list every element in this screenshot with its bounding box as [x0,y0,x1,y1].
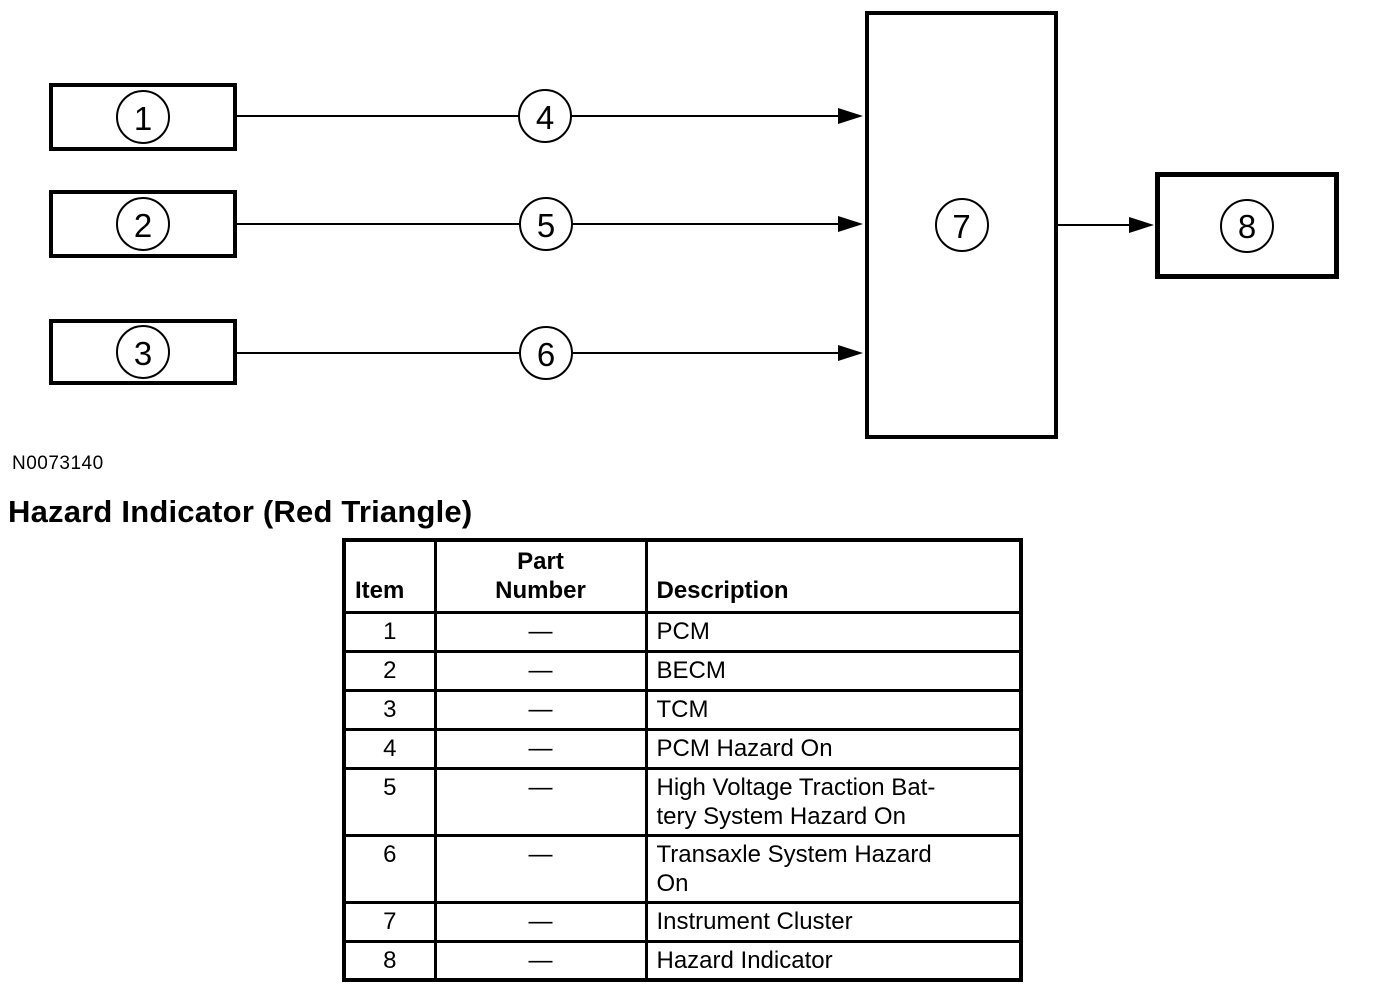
hazard-indicator-callout-circle: 8 [1220,198,1274,253]
description-cell: Transaxle System Hazard On [644,833,1023,904]
arrowhead-icon [1129,217,1154,233]
instrument-cluster-callout-number: 7 [952,207,971,245]
description-cell: BECM [644,649,1023,692]
part-number-cell: — [433,610,648,653]
description-cell: High Voltage Traction Bat- tery System H… [644,766,1023,837]
pcm-callout-circle: 1 [116,90,170,144]
table-row: 4 — PCM Hazard On [342,727,1023,770]
tcm-callout-number: 3 [133,334,153,372]
tcm-callout-circle: 3 [116,325,170,379]
part-number-column-header: Part Number [433,538,648,614]
item-cell: 8 [342,939,437,982]
hv-battery-hazard-signal-number: 5 [536,206,556,244]
tcm-box: 3 [49,319,237,385]
part-number-cell: — [433,766,648,837]
table-row: 6 — Transaxle System Hazard On [342,833,1023,904]
transaxle-hazard-signal-number: 6 [536,335,556,373]
description-cell: TCM [644,688,1023,731]
part-number-cell: — [433,900,648,943]
cluster-to-indicator-connector [1058,224,1129,226]
hazard-indicator-box: 8 [1155,172,1339,279]
becm-box: 2 [49,190,237,258]
part-number-cell: — [433,939,648,982]
description-cell: PCM Hazard On [644,727,1023,770]
part-number-cell: — [433,688,648,731]
item-cell: 2 [342,649,437,692]
item-cell: 7 [342,900,437,943]
instrument-cluster-box: 7 [865,11,1058,439]
item-cell: 6 [342,833,437,904]
parts-table-container: Item Part Number Description 1 — PCM 2 —… [342,538,1023,982]
description-cell: Instrument Cluster [644,900,1023,943]
item-cell: 1 [342,610,437,653]
becm-callout-number: 2 [133,206,153,244]
description-cell: Hazard Indicator [644,939,1023,982]
item-cell: 3 [342,688,437,731]
arrowhead-icon [838,216,863,232]
parts-table: Item Part Number Description 1 — PCM 2 —… [342,538,1023,982]
figure-code: N0073140 [12,453,104,474]
becm-callout-circle: 2 [116,197,170,251]
arrowhead-icon [838,345,863,361]
table-row: 7 — Instrument Cluster [342,900,1023,943]
part-number-cell: — [433,649,648,692]
table-row: 8 — Hazard Indicator [342,939,1023,982]
item-cell: 4 [342,727,437,770]
hazard-indicator-callout-number: 8 [1237,208,1257,245]
pcm-box: 1 [49,83,237,151]
instrument-cluster-callout-circle: 7 [934,198,989,252]
pcm-hazard-signal-number: 4 [535,98,555,136]
item-column-header: Item [342,538,437,614]
arrowhead-icon [838,108,863,124]
transaxle-hazard-signal-circle: 6 [519,326,573,380]
section-heading: Hazard Indicator (Red Triangle) [8,494,473,529]
hv-battery-hazard-signal-circle: 5 [519,197,573,251]
table-row: 3 — TCM [342,688,1023,731]
table-row: 1 — PCM [342,610,1023,653]
part-number-cell: — [433,833,648,904]
table-row: 2 — BECM [342,649,1023,692]
description-cell: PCM [644,610,1023,653]
item-cell: 5 [342,766,437,837]
description-column-header: Description [644,538,1023,614]
part-number-cell: — [433,727,648,770]
pcm-callout-number: 1 [133,99,153,137]
table-header-row: Item Part Number Description [342,538,1023,614]
pcm-hazard-signal-circle: 4 [518,89,572,143]
table-row: 5 — High Voltage Traction Bat- tery Syst… [342,766,1023,837]
